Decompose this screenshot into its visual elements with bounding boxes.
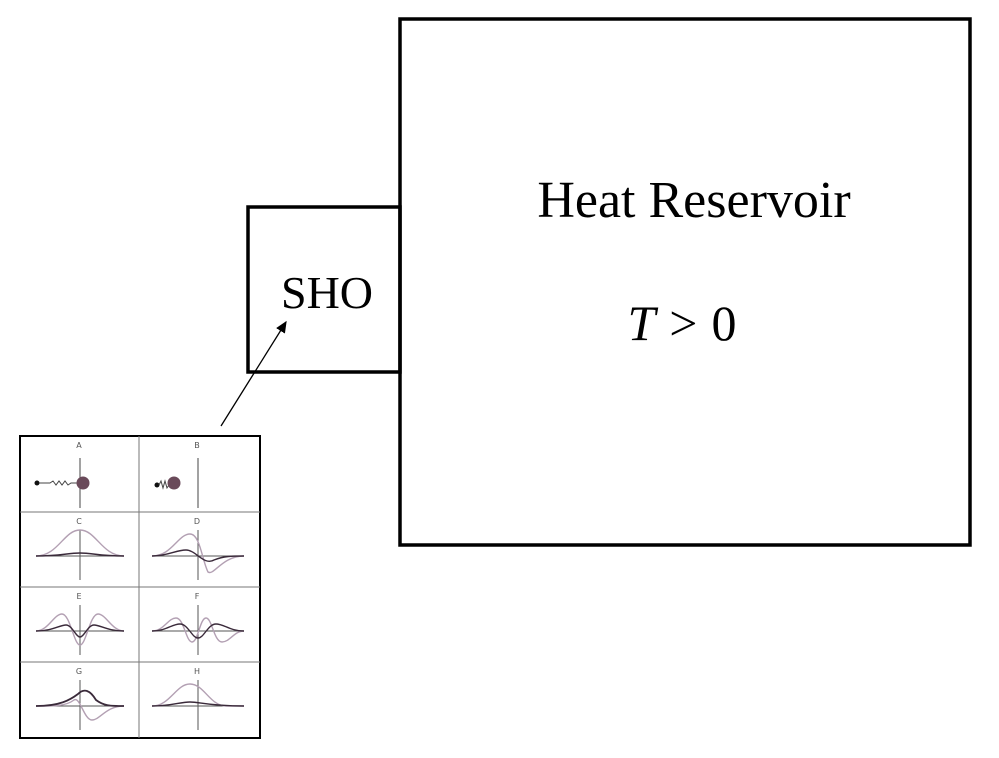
sho-label: SHO <box>281 267 373 318</box>
panel-b-spring <box>154 458 199 508</box>
temperature-condition: T>0 <box>627 295 736 351</box>
panel-label-g: G <box>76 667 82 676</box>
pointer-arrow <box>220 320 287 427</box>
panel-h-wavefunction <box>151 680 245 730</box>
panel-a-spring <box>34 458 90 508</box>
panel-label-h: H <box>194 667 200 676</box>
panel-label-f: F <box>195 592 200 601</box>
panel-f-wavefunction <box>151 605 245 655</box>
sho-system: SHO <box>246 205 402 374</box>
temperature-value: 0 <box>712 295 737 351</box>
panel-g-wavefunction <box>35 680 125 730</box>
panel-e-wavefunction <box>35 605 125 655</box>
panel-label-a: A <box>76 441 82 450</box>
sho-box <box>246 205 402 374</box>
heat-reservoir-box <box>398 17 972 547</box>
panel-d-wavefunction <box>151 530 245 580</box>
temperature-relation: > <box>669 295 697 351</box>
panel-label-b: B <box>194 441 200 450</box>
heat-reservoir: Heat Reservoir T>0 <box>398 17 972 547</box>
panel-c-wavefunction <box>35 529 125 580</box>
panel-label-c: C <box>76 517 82 526</box>
heat-reservoir-title: Heat Reservoir <box>537 172 850 229</box>
temperature-symbol: T <box>627 295 658 351</box>
panel-label-d: D <box>194 517 200 526</box>
wavefunction-inset: A B C D E F G H <box>19 435 261 739</box>
panel-label-e: E <box>76 592 81 601</box>
